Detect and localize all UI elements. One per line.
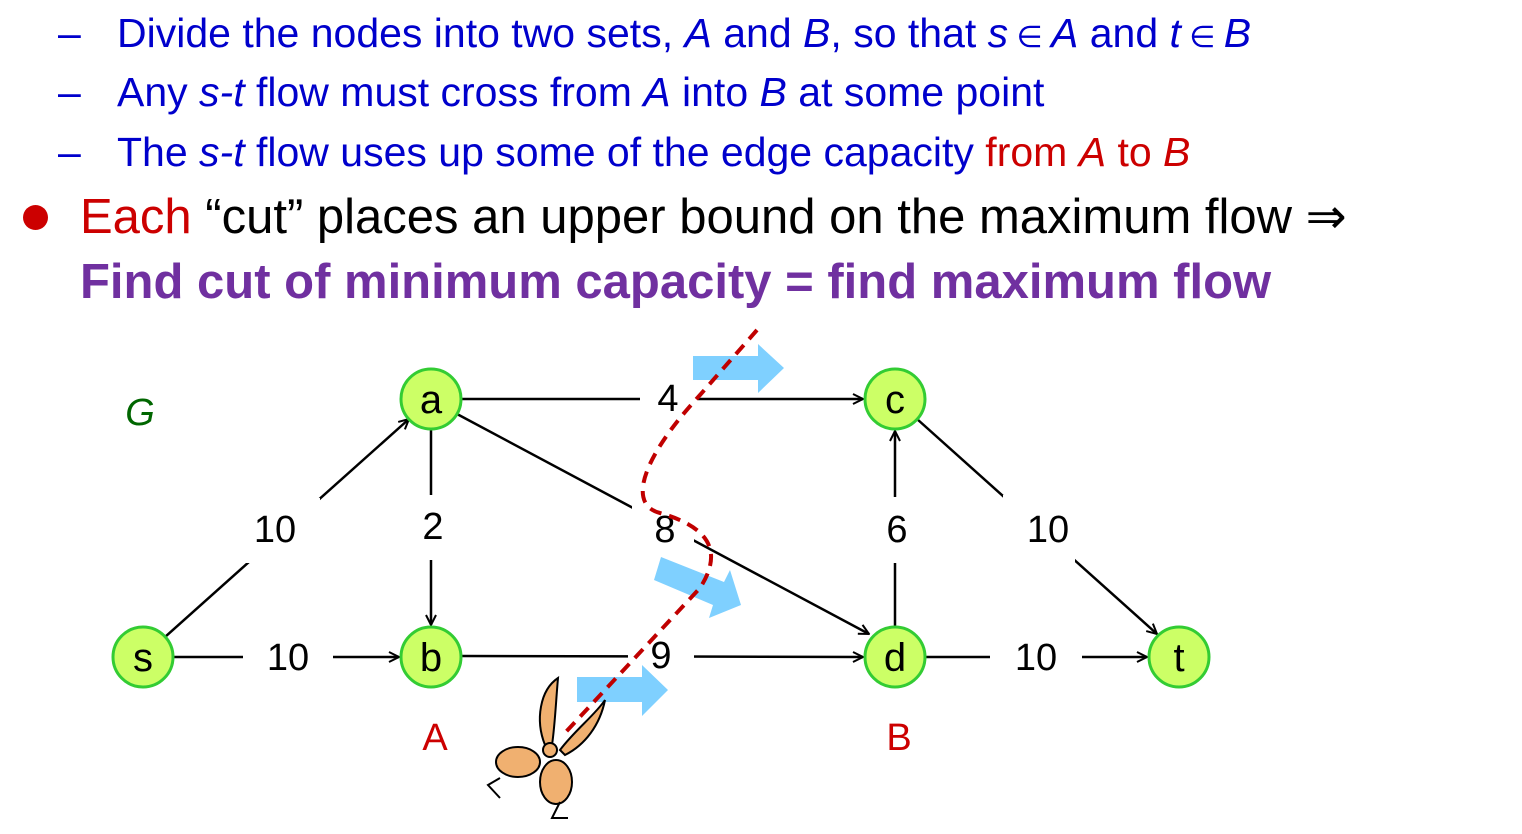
text: to xyxy=(1106,129,1164,175)
sub-bullet-divide: Divide the nodes into two sets, A and B,… xyxy=(117,10,1251,57)
text: flow uses up some of the edge capacity xyxy=(244,129,986,175)
sink: t xyxy=(1169,10,1181,56)
set-b: B xyxy=(1163,129,1191,175)
edge-label-a-c: 4 xyxy=(657,378,678,420)
node-label-d: d xyxy=(884,636,906,680)
text: Each xyxy=(80,190,192,244)
edge-label-a-b: 2 xyxy=(422,506,443,548)
set-a-label: A xyxy=(422,717,448,759)
text: “cut” places an upper bound on the maxim… xyxy=(191,190,1347,244)
text: Divide the nodes into two sets, xyxy=(117,10,685,56)
set-a: A xyxy=(1050,10,1079,56)
node-t xyxy=(1147,625,1211,689)
sub-bullet-cross: Any s-t flow must cross from A into B at… xyxy=(117,69,1044,116)
edge-label-s-a: 10 xyxy=(254,509,296,551)
set-b: B xyxy=(1223,10,1252,56)
node-c xyxy=(863,367,927,431)
edge-label-a-d: 8 xyxy=(654,509,675,551)
conclusion: Find cut of minimum capacity = find maxi… xyxy=(80,255,1272,309)
text: The xyxy=(117,129,200,175)
flow-arrow-icon xyxy=(693,344,784,393)
set-a: A xyxy=(684,10,712,56)
edge-label-d-c: 6 xyxy=(886,509,907,551)
flow-arrow-icon xyxy=(577,665,668,716)
dash-2: – xyxy=(58,69,81,115)
text: flow must cross from xyxy=(244,69,644,115)
node-label-b: b xyxy=(420,636,442,680)
element-of: ∈ xyxy=(1180,21,1224,54)
node-label-t: t xyxy=(1173,636,1184,680)
cut-line xyxy=(561,328,759,737)
flow-arrows xyxy=(577,344,784,716)
text: and xyxy=(1078,10,1170,56)
graph-name: G xyxy=(125,392,155,434)
edge-label-d-t: 10 xyxy=(1015,637,1057,679)
bullet-dot-icon xyxy=(23,205,48,230)
node-label-a: a xyxy=(420,378,443,422)
text: from xyxy=(985,129,1079,175)
dash-1: – xyxy=(58,10,81,56)
node-label-c: c xyxy=(885,378,905,422)
text: into xyxy=(670,69,760,115)
set-b: B xyxy=(803,10,831,56)
text: and xyxy=(711,10,804,56)
sub-bullet-capacity: The s-t flow uses up some of the edge ca… xyxy=(117,129,1190,176)
scissors-icon xyxy=(486,676,606,819)
st: s-t xyxy=(199,69,245,115)
text: at some point xyxy=(786,69,1045,115)
node-label-s: s xyxy=(133,636,153,680)
edge-label-c-t: 10 xyxy=(1027,509,1069,551)
element-of: ∈ xyxy=(1008,21,1051,54)
set-a: A xyxy=(643,69,671,115)
st: s-t xyxy=(199,129,245,175)
set-b-label: B xyxy=(886,717,911,759)
node-s xyxy=(111,625,175,689)
dash-3: – xyxy=(58,129,81,175)
set-b: B xyxy=(759,69,787,115)
edge-label-s-b: 10 xyxy=(267,637,309,679)
text: , so that xyxy=(830,10,988,56)
set-a: A xyxy=(1078,129,1107,175)
node-b xyxy=(399,625,463,689)
source: s xyxy=(987,10,1009,56)
flow-arrow-icon xyxy=(654,557,741,618)
nodes xyxy=(111,367,1211,689)
main-bullet: Each “cut” places an upper bound on the … xyxy=(80,188,1347,245)
edge-label-b-d: 9 xyxy=(650,635,671,677)
node-d xyxy=(863,625,927,689)
text: Any xyxy=(117,69,200,115)
node-a xyxy=(399,367,463,431)
